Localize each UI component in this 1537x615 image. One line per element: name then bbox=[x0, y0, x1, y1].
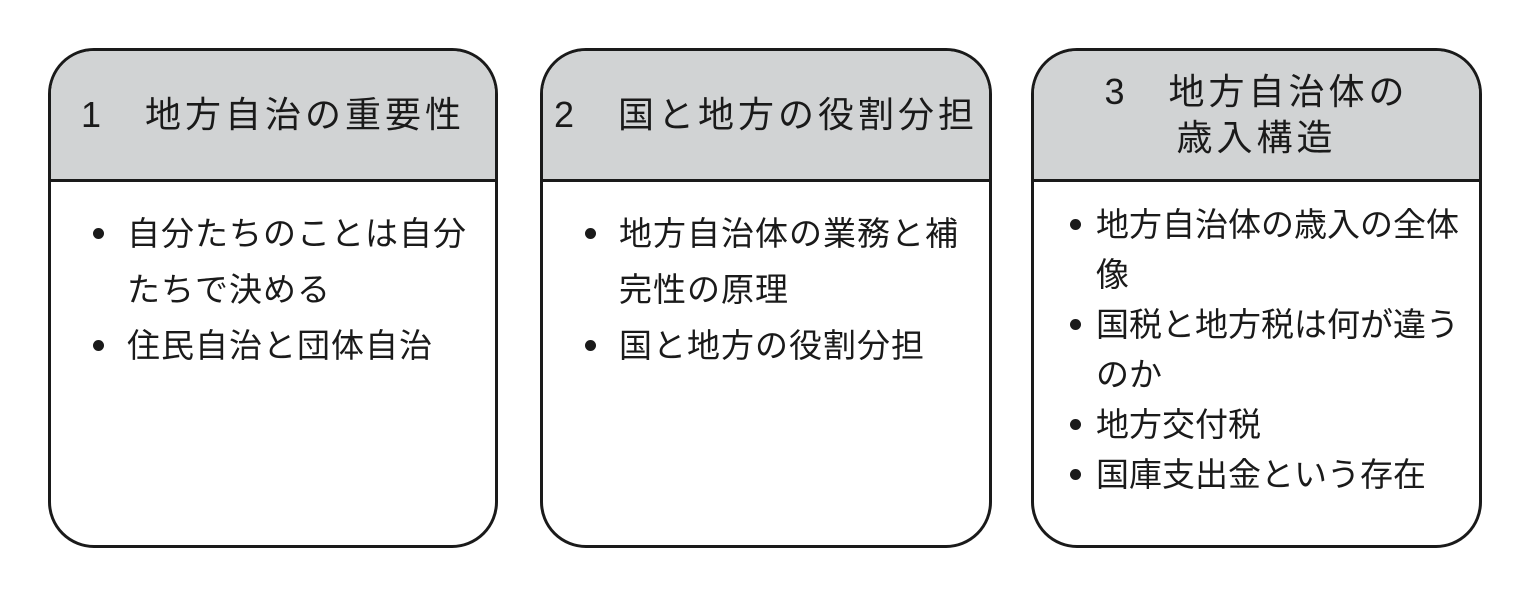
card-2-bullet-list: 地方自治体の業務と補完性の原理 国と地方の役割分担 bbox=[543, 182, 989, 545]
card-2-header: 2 国と地方の役割分担 bbox=[543, 51, 989, 182]
bullet-item: 住民自治と団体自治 bbox=[91, 318, 479, 374]
card-local-autonomy-importance: 1 地方自治の重要性 自分たちのことは自分たちで決める 住民自治と団体自治 bbox=[48, 48, 498, 548]
bullet-item: 地方交付税 bbox=[1070, 400, 1465, 450]
bullet-item: 自分たちのことは自分たちで決める bbox=[91, 206, 479, 318]
card-3-header-line-1: 3 地方自治体の bbox=[1104, 71, 1409, 112]
bullet-item: 国と地方の役割分担 bbox=[583, 318, 973, 374]
bullet-item: 国庫支出金という存在 bbox=[1070, 450, 1465, 500]
card-local-revenue-structure: 3 地方自治体の 歳入構造 地方自治体の歳入の全体像 国税と地方税は何が違うのか… bbox=[1031, 48, 1482, 548]
card-1-header-line: 1 地方自治の重要性 bbox=[80, 94, 466, 135]
card-3-bullet-list: 地方自治体の歳入の全体像 国税と地方税は何が違うのか 地方交付税 国庫支出金とい… bbox=[1034, 182, 1479, 545]
bullet-item: 国税と地方税は何が違うのか bbox=[1070, 300, 1465, 400]
card-1-header: 1 地方自治の重要性 bbox=[51, 51, 495, 182]
card-2-header-line: 2 国と地方の役割分担 bbox=[553, 94, 979, 135]
card-3-header: 3 地方自治体の 歳入構造 bbox=[1034, 51, 1479, 182]
card-national-local-role-division: 2 国と地方の役割分担 地方自治体の業務と補完性の原理 国と地方の役割分担 bbox=[540, 48, 992, 548]
bullet-item: 地方自治体の歳入の全体像 bbox=[1070, 200, 1465, 300]
card-3-header-line-2: 歳入構造 bbox=[1176, 117, 1337, 158]
card-1-bullet-list: 自分たちのことは自分たちで決める 住民自治と団体自治 bbox=[51, 182, 495, 545]
bullet-item: 地方自治体の業務と補完性の原理 bbox=[583, 206, 973, 318]
